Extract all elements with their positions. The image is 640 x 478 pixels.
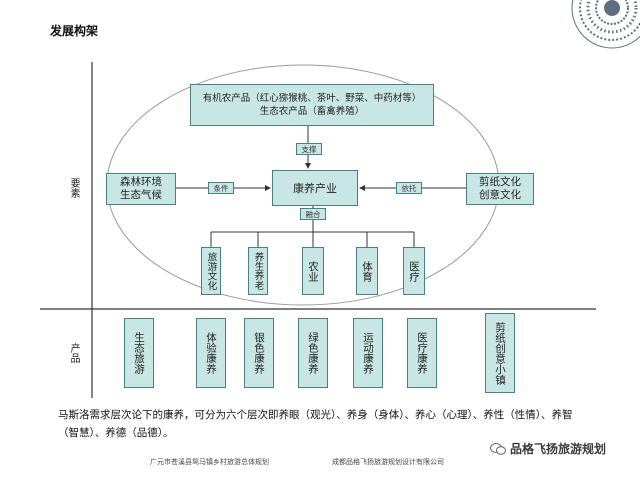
product-silver-wellness: 银色康养 <box>244 318 274 388</box>
connector-rely: 依托 <box>396 182 422 194</box>
top-box-line2: 生态农产品（畜禽养殖） <box>259 106 365 117</box>
footer-right: 成都品格飞扬旅游规划设计有限公司 <box>332 458 444 466</box>
brand-name: 品格飞扬旅游规划 <box>510 442 607 456</box>
corner-ornament <box>571 0 640 49</box>
product-experience-wellness: 体验康养 <box>196 318 226 388</box>
right-box-line2: 创意文化 <box>479 189 521 201</box>
product-green-wellness: 绿色康养 <box>298 318 328 388</box>
description-text: 马斯洛需求层次论下的康养，可分为六个层次即养眼（观光）、养身（身体）、养心（心理… <box>58 409 573 439</box>
fusion-item-medical: 医疗 <box>403 247 425 295</box>
fusion-item-health-elderly: 养生养老 <box>248 247 268 295</box>
product-eco-tourism: 生态旅游 <box>124 318 154 388</box>
right-box-paper-cutting-culture: 剪纸文化 创意文化 <box>466 173 534 205</box>
product-sports-wellness: 运动康养 <box>353 318 383 388</box>
center-box-wellness-industry: 康养产业 <box>272 170 358 206</box>
connector-fusion: 融合 <box>300 208 326 220</box>
right-box-line1: 剪纸文化 <box>479 176 521 188</box>
page-title: 发展构架 <box>50 24 99 38</box>
axis-label-products: 产品 <box>68 343 79 363</box>
top-box-organic-products: 有机农产品（红心猕猴桃、茶叶、野菜、中药材等） 生态农产品（畜禽养殖） <box>190 84 434 126</box>
footer-left: 广元市苍溪县鸳马镇乡村旅游总体规划 <box>150 458 269 466</box>
product-paper-cutting-town: 剪纸创意小镇 <box>485 313 515 393</box>
connector-condition: 条件 <box>208 182 234 194</box>
connector-support: 支撑 <box>296 143 322 155</box>
fusion-item-agriculture: 农业 <box>302 247 324 295</box>
fusion-item-sports: 体育 <box>356 247 378 295</box>
top-box-line1: 有机农产品（红心猕猴桃、茶叶、野菜、中药材等） <box>202 93 422 104</box>
axis-label-elements: 要素 <box>68 178 79 198</box>
fusion-item-tourism-culture: 旅游文化 <box>201 247 221 295</box>
chat-bubble-icon <box>490 442 506 455</box>
left-box-forest-environment: 森林环境 生态气候 <box>106 173 176 205</box>
left-box-line1: 森林环境 <box>120 176 162 188</box>
product-medical-wellness: 医疗康养 <box>407 318 437 388</box>
left-box-line2: 生态气候 <box>120 189 162 201</box>
brand-watermark: 品格飞扬旅游规划 <box>490 440 606 457</box>
